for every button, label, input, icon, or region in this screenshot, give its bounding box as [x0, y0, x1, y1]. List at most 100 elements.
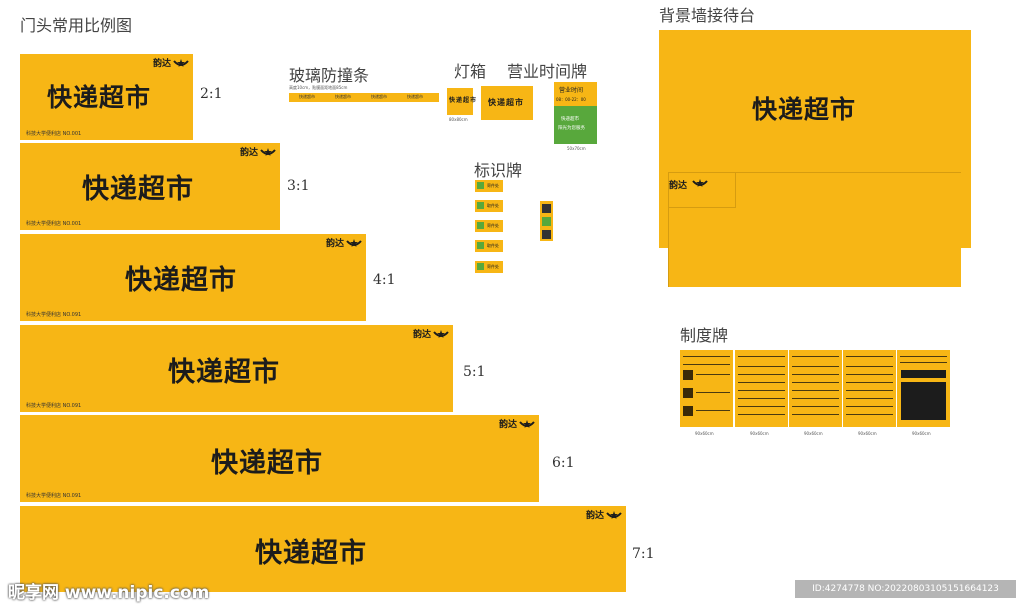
- facade-sign-6-1: 韵达 快递超市 科技大学便利店 NO.091: [20, 415, 539, 502]
- logo-text: 韵达: [412, 330, 431, 340]
- reception-desk: 韵达: [668, 172, 961, 287]
- brand-logo: 韵达: [326, 236, 362, 249]
- brand-logo: 韵达: [499, 417, 535, 430]
- sign-plate: 寄件处: [475, 180, 503, 192]
- brand-logo: 韵达: [413, 327, 449, 340]
- hours-title: 营业时间: [559, 87, 584, 94]
- smile-star-icon: [433, 329, 449, 338]
- brand-logo: 韵达: [586, 508, 622, 521]
- rule-size: 90x60cm: [912, 431, 931, 436]
- lightbox-size: 80x80cm: [449, 117, 468, 122]
- sign-plate: 取件处: [475, 200, 503, 212]
- glass-strip-item: 快递超市: [299, 94, 315, 99]
- plate-icon: [477, 242, 484, 249]
- rule-icon: [683, 406, 693, 416]
- hours-section-title: 营业时间牌: [507, 62, 588, 81]
- logo-text: 韵达: [152, 59, 171, 69]
- store-line: 科技大学便利店 NO.001: [26, 221, 82, 227]
- sign-plate: 寄件处: [475, 261, 503, 273]
- store-line: 科技大学便利店 NO.091: [26, 312, 82, 318]
- rule-size: 90x60cm: [858, 431, 877, 436]
- plate-label: 寄件处: [487, 264, 499, 269]
- wall-section-title: 背景墙接待台: [659, 6, 756, 25]
- hours-service: 快递超市: [561, 117, 579, 122]
- rule-block: [901, 382, 946, 420]
- brand-name: 快递超市: [255, 538, 367, 569]
- hours-sign: 营业时间 08：00-22：00 快递超市 阳光为您服务: [554, 82, 597, 144]
- rule-panel: [680, 350, 733, 427]
- store-line: 科技大学便利店 NO.091: [26, 493, 82, 499]
- store-line: 科技大学便利店 NO.091: [26, 403, 82, 409]
- facade-section-title: 门头常用比例图: [20, 16, 133, 35]
- glass-strip-item: 快递超市: [335, 94, 351, 99]
- rule-block: [901, 370, 946, 378]
- brand-name: 快递超市: [211, 448, 323, 479]
- ratio-label: 6:1: [552, 455, 575, 471]
- logo-text: 韵达: [669, 181, 688, 191]
- plate-label: 寄件处: [487, 183, 499, 188]
- glass-note: 高度10cm，贴膜面距地面85cm: [289, 85, 348, 90]
- smile-star-icon: [606, 510, 622, 519]
- rule-icon: [683, 370, 693, 380]
- facade-sign-2-1: 韵达 快递超市 科技大学便利店 NO.001: [20, 54, 193, 140]
- wall-brand-name: 快递超市: [752, 95, 857, 124]
- glass-strip-item: 快递超市: [407, 94, 423, 99]
- lightbox-section-title: 灯箱: [454, 62, 487, 81]
- brand-logo: 韵达: [240, 145, 276, 158]
- rule-size: 90x60cm: [804, 431, 823, 436]
- plate-icon: [542, 217, 551, 226]
- ratio-label: 4:1: [373, 272, 396, 288]
- facade-sign-4-1: 韵达 快递超市 科技大学便利店 NO.091: [20, 234, 366, 321]
- plate-icon: [477, 222, 484, 229]
- rule-icon: [683, 388, 693, 398]
- rule-panel: [735, 350, 788, 427]
- brand-name: 快递超市: [47, 83, 152, 112]
- plate-icon: [542, 230, 551, 239]
- plate-label: 取件处: [487, 203, 499, 208]
- rule-panel: [789, 350, 842, 427]
- hours-time: 08：00-22：00: [556, 97, 586, 102]
- plate-icon: [477, 263, 484, 270]
- sign-plate: 取件处: [475, 240, 503, 252]
- rule-panel: [843, 350, 896, 427]
- brand-name: 快递超市: [449, 97, 478, 104]
- watermark-left: 昵享网 www.nipic.com: [8, 583, 210, 603]
- brand-name: 快递超市: [82, 174, 194, 205]
- plate-icon: [477, 182, 484, 189]
- vertical-sign-plate: [540, 201, 553, 241]
- brand-name: 快递超市: [168, 357, 280, 388]
- watermark-right: ID:4274778 NO:20220803105151664123: [795, 580, 1016, 598]
- store-line: 科技大学便利店 NO.001: [26, 131, 82, 137]
- rule-panel: [897, 350, 950, 427]
- glass-section-title: 玻璃防撞条: [289, 66, 370, 85]
- ratio-label: 7:1: [632, 546, 655, 562]
- logo-text: 韵达: [239, 148, 258, 158]
- ratio-label: 5:1: [463, 364, 486, 380]
- rule-size: 90x60cm: [695, 431, 714, 436]
- glass-strip: 快递超市 快递超市 快递超市 快递超市: [289, 93, 439, 102]
- rule-size: 90x60cm: [750, 431, 769, 436]
- brand-logo: 韵达: [669, 173, 961, 192]
- glass-strip-item: 快递超市: [371, 94, 387, 99]
- plate-icon: [477, 202, 484, 209]
- hours-size: 50x70cm: [567, 146, 586, 151]
- hours-green-panel: 快递超市 阳光为您服务: [554, 106, 597, 144]
- lightbox-small: 快递超市: [447, 88, 476, 115]
- smile-star-icon: [260, 147, 276, 156]
- plate-icon: [542, 204, 551, 213]
- facade-sign-7-1: 韵达 快递超市: [20, 506, 626, 592]
- rules-section-title: 制度牌: [680, 326, 729, 345]
- ratio-label: 2:1: [200, 86, 223, 102]
- ratio-label: 3:1: [287, 178, 310, 194]
- lightbox-wide: 快递超市: [481, 86, 533, 120]
- smile-star-icon: [692, 179, 708, 187]
- brand-name: 快递超市: [488, 98, 524, 107]
- logo-text: 韵达: [325, 239, 344, 249]
- smile-star-icon: [519, 419, 535, 428]
- logo-text: 韵达: [498, 420, 517, 430]
- hours-slogan: 阳光为您服务: [558, 126, 585, 131]
- smile-star-icon: [173, 58, 189, 67]
- brand-name: 快递超市: [125, 265, 237, 296]
- facade-sign-3-1: 韵达 快递超市 科技大学便利店 NO.001: [20, 143, 280, 230]
- desk-step: [669, 173, 736, 208]
